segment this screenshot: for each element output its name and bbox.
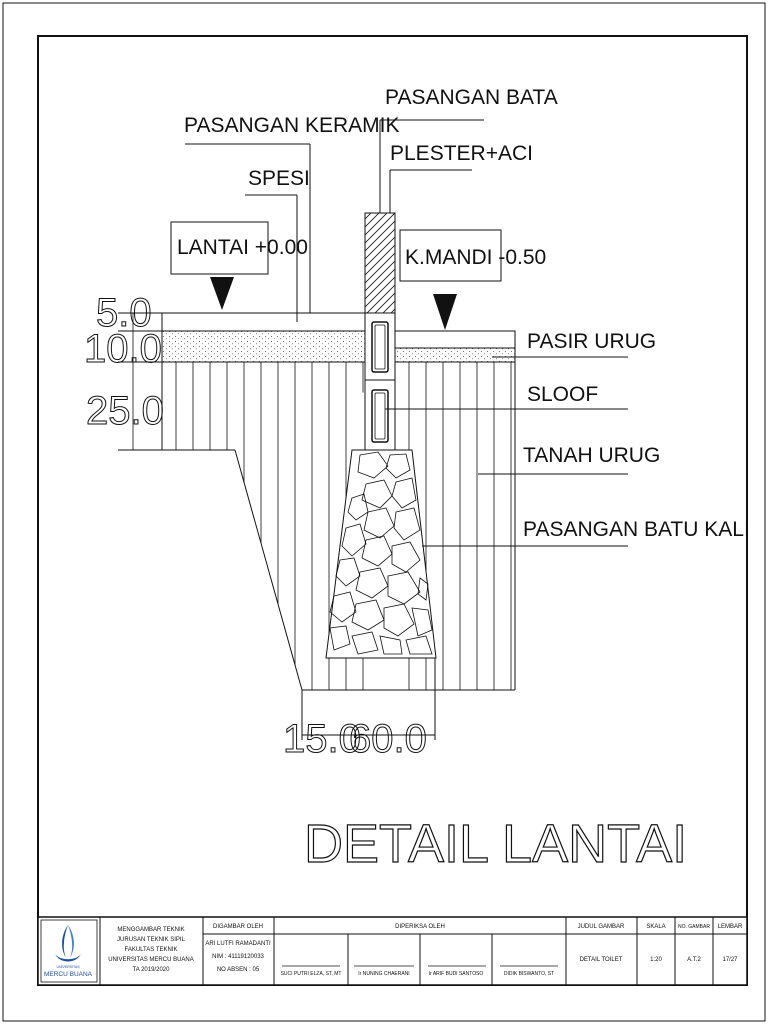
label-plester-aci: PLESTER+ACI: [390, 142, 533, 165]
title-block: [37, 916, 748, 986]
drawn-by-absen: NO ABSEN : 05: [217, 967, 260, 973]
drawing-title: DETAIL LANTAI: [304, 814, 687, 874]
label-pasir-urug: PASIR URUG: [527, 330, 656, 353]
dimension-15: 15.0: [283, 717, 361, 761]
institution-line-1: MENGGAMBAR TEKNIK: [117, 927, 184, 933]
drawing-number-header: NO. GAMBAR: [678, 924, 710, 930]
label-tanah-urug: TANAH URUG: [523, 444, 660, 467]
checker-2: Ir NUNING CHAERANI: [358, 971, 409, 977]
elevation-marker-lantai: [170, 221, 269, 310]
wall-and-sloof: [364, 120, 396, 451]
drawing-number-value: A.T.2: [687, 957, 701, 963]
scale-value: 1:20: [650, 957, 662, 963]
logo-text: MERCU BUANA: [44, 971, 93, 978]
institution-line-3: FAKULTAS TEKNIK: [124, 947, 177, 953]
drawn-by-nim: NIM : 41119120033: [212, 954, 264, 960]
label-kmandi: K.MANDI -0.50: [405, 246, 546, 269]
dimension-25: 25.0: [86, 389, 164, 433]
institution-line-5: TA 2019/2020: [133, 967, 171, 973]
drawing-title-value: DETAIL TOILET: [580, 957, 623, 963]
dimension-60: 60.0: [349, 717, 427, 761]
institution-line-4: UNIVERSITAS MERCU BUANA: [108, 957, 194, 963]
checked-by-header: DIPERIKSA OLEH: [395, 924, 445, 930]
dimension-5: 5.0: [96, 291, 152, 335]
tanah-urug-hatch: [118, 360, 516, 691]
label-sloof: SLOOF: [527, 383, 598, 406]
drawing-title-header: JUDUL GAMBAR: [578, 924, 625, 930]
elevation-marker-kmandi: [399, 229, 502, 330]
sheet-value: 17/27: [722, 957, 738, 963]
checker-4: DIDIK BISWANTO, ST: [504, 971, 554, 977]
leader-lines: [185, 119, 628, 547]
checker-3: Ir ARIF BUDI SANTOSO: [429, 971, 484, 977]
checker-1: SUCI PUTRI ELZA, ST, MT: [281, 971, 342, 977]
label-pasangan-batu-kali: PASANGAN BATU KALI: [523, 518, 750, 541]
logo-text-small: UNIVERSITAS: [56, 965, 80, 969]
label-spesi: SPESI: [248, 167, 310, 190]
scale-header: SKALA: [646, 924, 665, 930]
floor-layers: [118, 312, 516, 450]
university-logo: UNIVERSITAS MERCU BUANA: [40, 919, 98, 983]
label-pasangan-bata: PASANGAN BATA: [385, 86, 558, 109]
sheet-header: LEMBAR: [718, 924, 743, 930]
drawn-by-header: DIGAMBAR OLEH: [213, 924, 263, 930]
label-pasangan-keramik: PASANGAN KERAMIK: [184, 114, 400, 137]
institution-line-2: JURUSAN TEKNIK SIPIL: [117, 937, 186, 943]
institution-info: MENGGAMBAR TEKNIK JURUSAN TEKNIK SIPIL F…: [108, 927, 194, 973]
dimension-10: 10.0: [84, 327, 162, 371]
label-lantai: LANTAI +0.00: [177, 236, 308, 259]
bottom-dimension-lines: [301, 658, 436, 740]
drawn-by-name: ARI LUTFI RAMADANTI: [205, 941, 271, 947]
pasangan-batu-kali: [325, 449, 437, 659]
